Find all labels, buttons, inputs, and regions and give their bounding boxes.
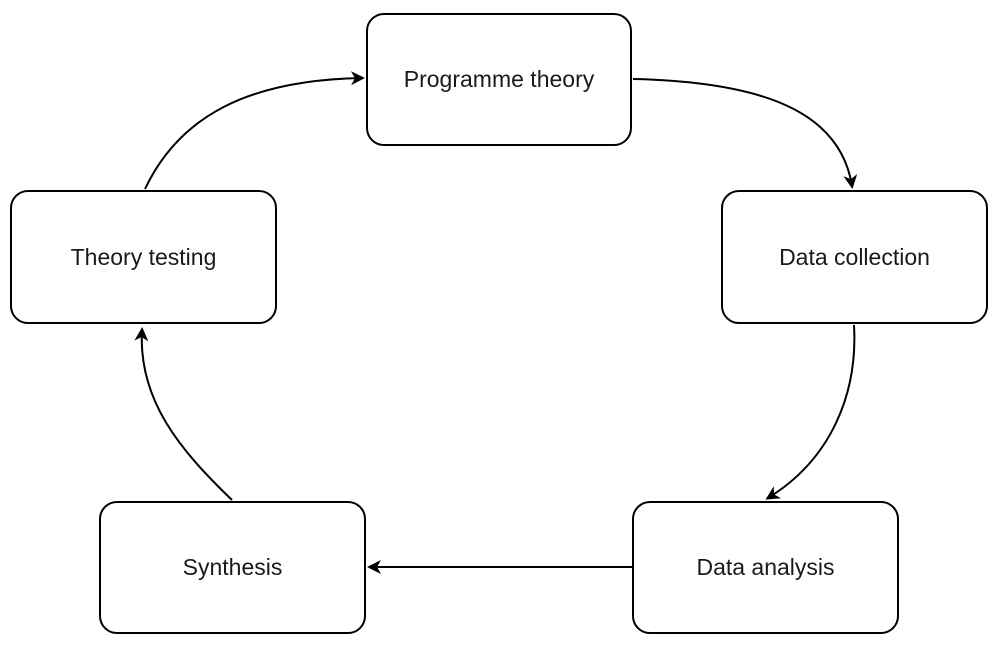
node-label: Synthesis bbox=[182, 554, 283, 580]
node-label: Data collection bbox=[779, 243, 930, 270]
node-theory-testing: Theory testing bbox=[10, 190, 277, 324]
edge-theory-testing-to-programme-theory bbox=[144, 71, 365, 190]
node-synthesis: Synthesis bbox=[99, 501, 366, 634]
edge-programme-theory-to-data-collection bbox=[632, 78, 858, 189]
node-programme-theory: Programme theory bbox=[366, 13, 632, 146]
edge-synthesis-to-theory-testing bbox=[134, 327, 233, 501]
node-label: Theory testing bbox=[70, 243, 217, 270]
edge-data-collection-to-data-analysis bbox=[765, 324, 856, 500]
node-label: Data analysis bbox=[696, 554, 835, 580]
node-data-analysis: Data analysis bbox=[632, 501, 899, 634]
node-label: Programme theory bbox=[403, 66, 595, 92]
node-data-collection: Data collection bbox=[721, 190, 988, 324]
